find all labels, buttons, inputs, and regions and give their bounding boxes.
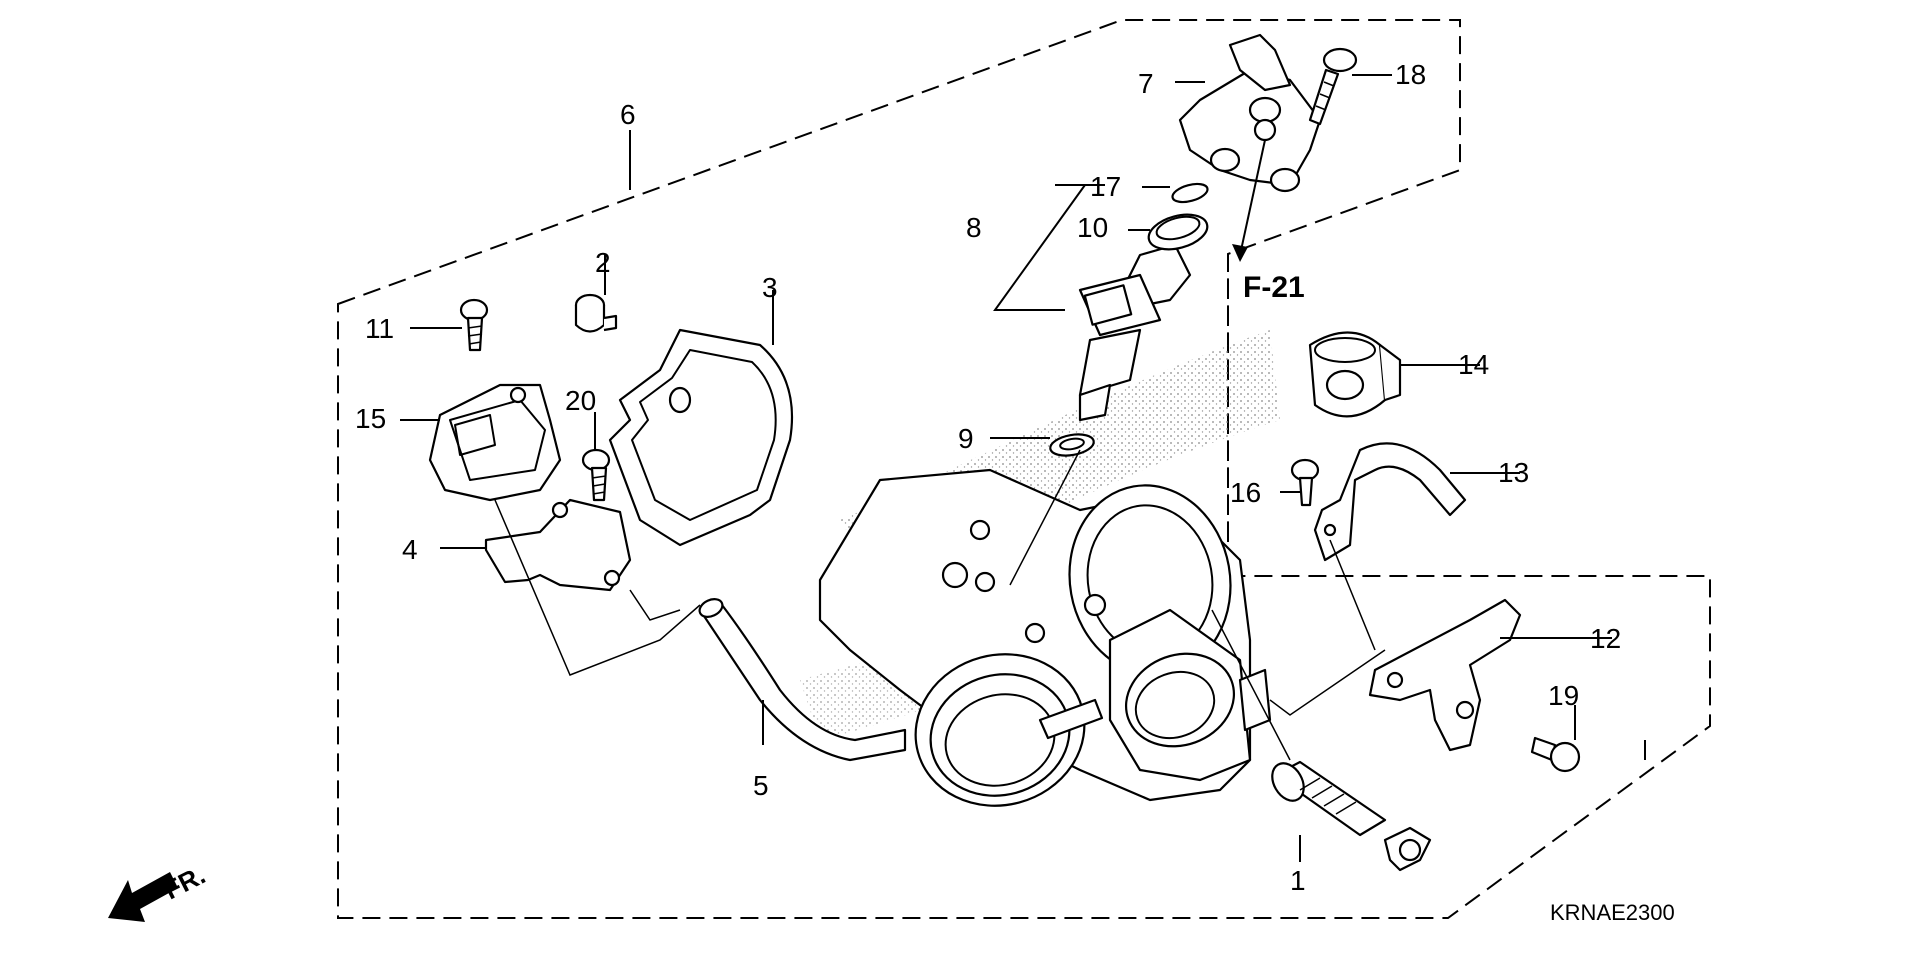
part-7-joint <box>1178 33 1322 193</box>
drawing-code: KRNAE2300 <box>1550 900 1675 925</box>
callout-12: 12 <box>1590 623 1621 654</box>
front-direction-indicator: FR. <box>108 860 210 922</box>
callout-1: 1 <box>1290 865 1306 896</box>
callouts: 1 2 3 4 5 6 7 8 9 10 11 12 13 14 15 16 1… <box>355 59 1621 896</box>
front-label: FR. <box>159 860 210 906</box>
part-12-bracket <box>1368 598 1522 752</box>
callout-13: 13 <box>1498 457 1529 488</box>
part-16-bolt <box>1290 458 1320 507</box>
leader-lines <box>400 74 1646 862</box>
callout-7: 7 <box>1138 68 1154 99</box>
callout-5: 5 <box>753 770 769 801</box>
part-1-screw <box>1271 760 1432 872</box>
callout-3: 3 <box>762 272 778 303</box>
part-18-bolt <box>1308 47 1358 126</box>
callout-8: 8 <box>966 212 982 243</box>
callout-9: 9 <box>958 423 974 454</box>
callout-10: 10 <box>1077 212 1108 243</box>
callout-11: 11 <box>365 313 394 344</box>
callout-16: 16 <box>1230 477 1261 508</box>
callout-6: 6 <box>620 99 636 130</box>
ref-label-f21: F-21 <box>1243 271 1305 304</box>
part-17-o-ring <box>1171 182 1209 204</box>
part-2-cap <box>574 293 618 333</box>
part-11-bolt <box>459 298 489 352</box>
callout-15: 15 <box>355 403 386 434</box>
part-15-sensor <box>428 383 562 502</box>
part-20-bolt <box>581 448 611 502</box>
callout-19: 19 <box>1548 680 1579 711</box>
callout-4: 4 <box>402 534 418 565</box>
front-arrow-icon <box>108 872 178 922</box>
callout-20: 20 <box>565 385 596 416</box>
part-10-seal <box>1147 213 1209 251</box>
part-5-hose <box>698 598 907 762</box>
part-3-cover <box>608 328 794 547</box>
part-13-clamp <box>1313 442 1467 562</box>
callout-18: 18 <box>1395 59 1426 90</box>
part-19-bolt <box>1530 736 1581 773</box>
callout-14: 14 <box>1458 349 1489 380</box>
part-4-bracket <box>484 498 632 592</box>
throttle-body <box>818 468 1272 807</box>
callout-2: 2 <box>595 247 611 278</box>
callout-17: 17 <box>1090 171 1121 202</box>
part-14-grommet <box>1308 331 1402 418</box>
part-8-injector <box>1078 243 1192 422</box>
part-9-o-ring <box>1049 433 1095 457</box>
